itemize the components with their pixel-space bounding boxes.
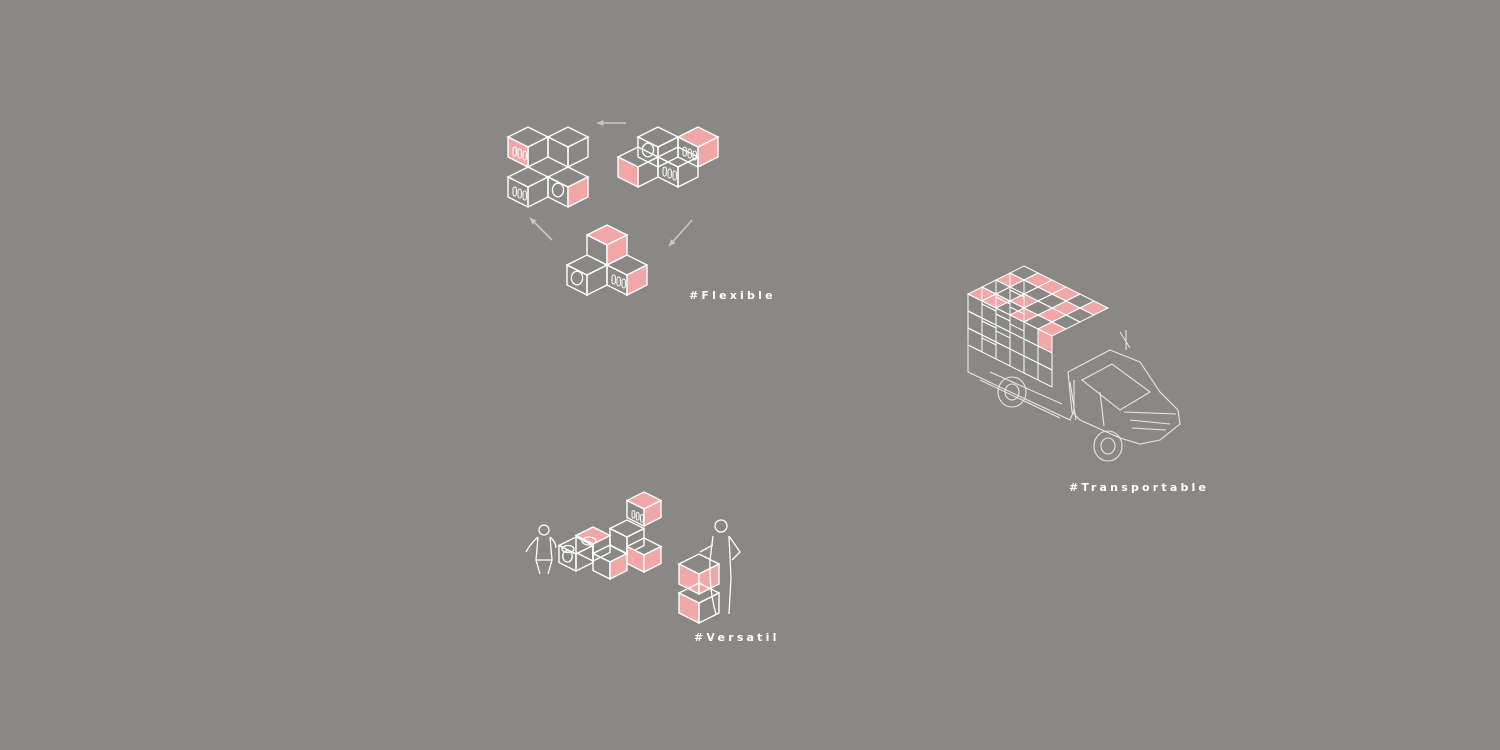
cube-module-icon <box>605 254 649 297</box>
cube-module-icon <box>676 126 720 169</box>
cube-module-icon <box>677 553 721 596</box>
cargo-modules <box>966 265 1110 388</box>
versatil-label: #Versatil <box>694 631 780 644</box>
cube-module-icon <box>506 126 550 169</box>
arrow-icon <box>597 119 626 127</box>
cube-module-icon <box>565 254 609 297</box>
flexible-group <box>506 126 720 297</box>
ring-icon <box>581 536 597 546</box>
versatil-group <box>525 491 741 625</box>
truck-group <box>966 265 1181 462</box>
person-icon <box>699 519 741 615</box>
cube-module-icon <box>546 166 590 209</box>
truck-icon <box>967 330 1181 462</box>
cube-module-icon <box>585 224 629 267</box>
arrow-icon <box>668 219 693 247</box>
flexible-label: #Flexible <box>689 289 776 302</box>
cube-module-icon <box>546 126 590 169</box>
ring-icon <box>561 544 575 554</box>
transportable-label: #Transportable <box>1069 481 1210 494</box>
cube-module-icon <box>506 166 550 209</box>
cube-module-icon <box>656 146 700 189</box>
rotation-arrows <box>529 119 693 247</box>
cube-module-icon <box>625 491 663 528</box>
cube-module-icon <box>616 146 660 189</box>
arrow-icon <box>529 217 553 241</box>
cube-module-icon <box>677 582 721 625</box>
person-icon <box>525 524 557 575</box>
cube-module-icon <box>591 544 629 581</box>
